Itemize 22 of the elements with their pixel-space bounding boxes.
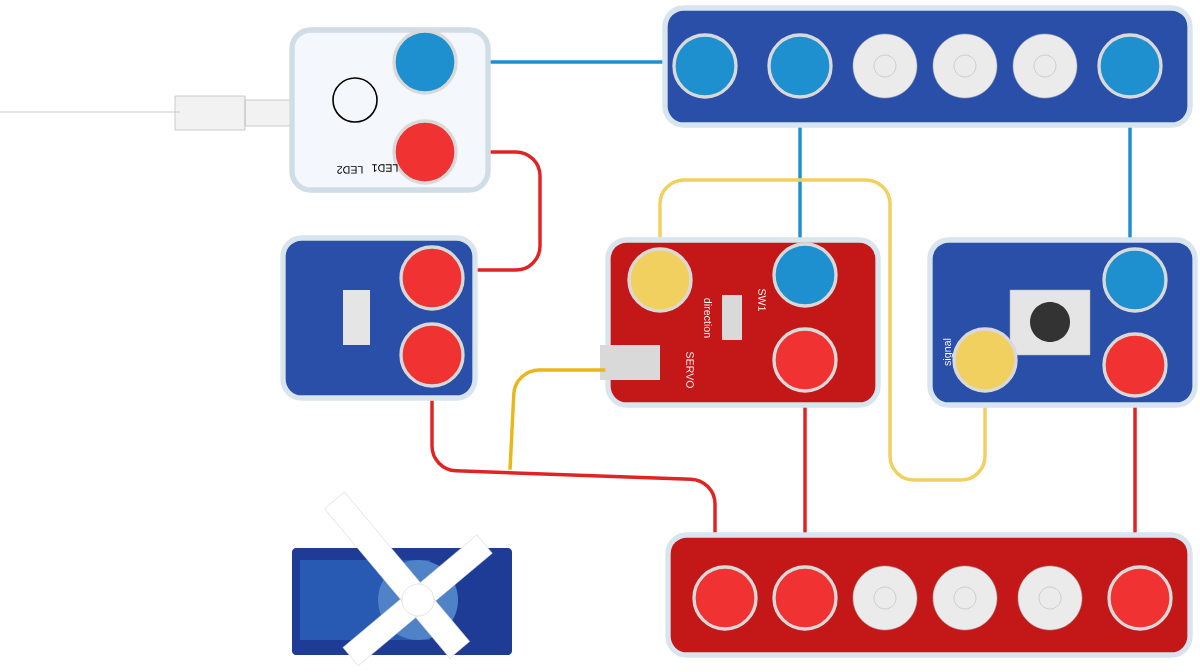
- wire: [803, 407, 807, 533]
- wire: [430, 400, 717, 533]
- board-label: LED2: [337, 166, 363, 174]
- circuit-board: [289, 27, 491, 193]
- servo-motor-drawing: [292, 491, 512, 667]
- connector-bar: [662, 5, 1193, 128]
- board-label: signal: [943, 338, 953, 366]
- circuit-board: [600, 237, 881, 408]
- wire: [658, 178, 987, 482]
- board-label: direction: [704, 298, 712, 338]
- board-label: LED1: [372, 164, 398, 172]
- wire: [508, 368, 606, 470]
- board-label: SERVO: [686, 351, 694, 389]
- wire: [1133, 407, 1137, 533]
- switch-board: [280, 235, 478, 401]
- wire: [477, 150, 542, 272]
- wire: [490, 60, 663, 64]
- wire: [1128, 127, 1132, 238]
- circuit-board: [927, 237, 1198, 408]
- wire: [798, 127, 802, 238]
- board-label: SW1: [758, 288, 766, 312]
- connector-bar: [665, 532, 1193, 658]
